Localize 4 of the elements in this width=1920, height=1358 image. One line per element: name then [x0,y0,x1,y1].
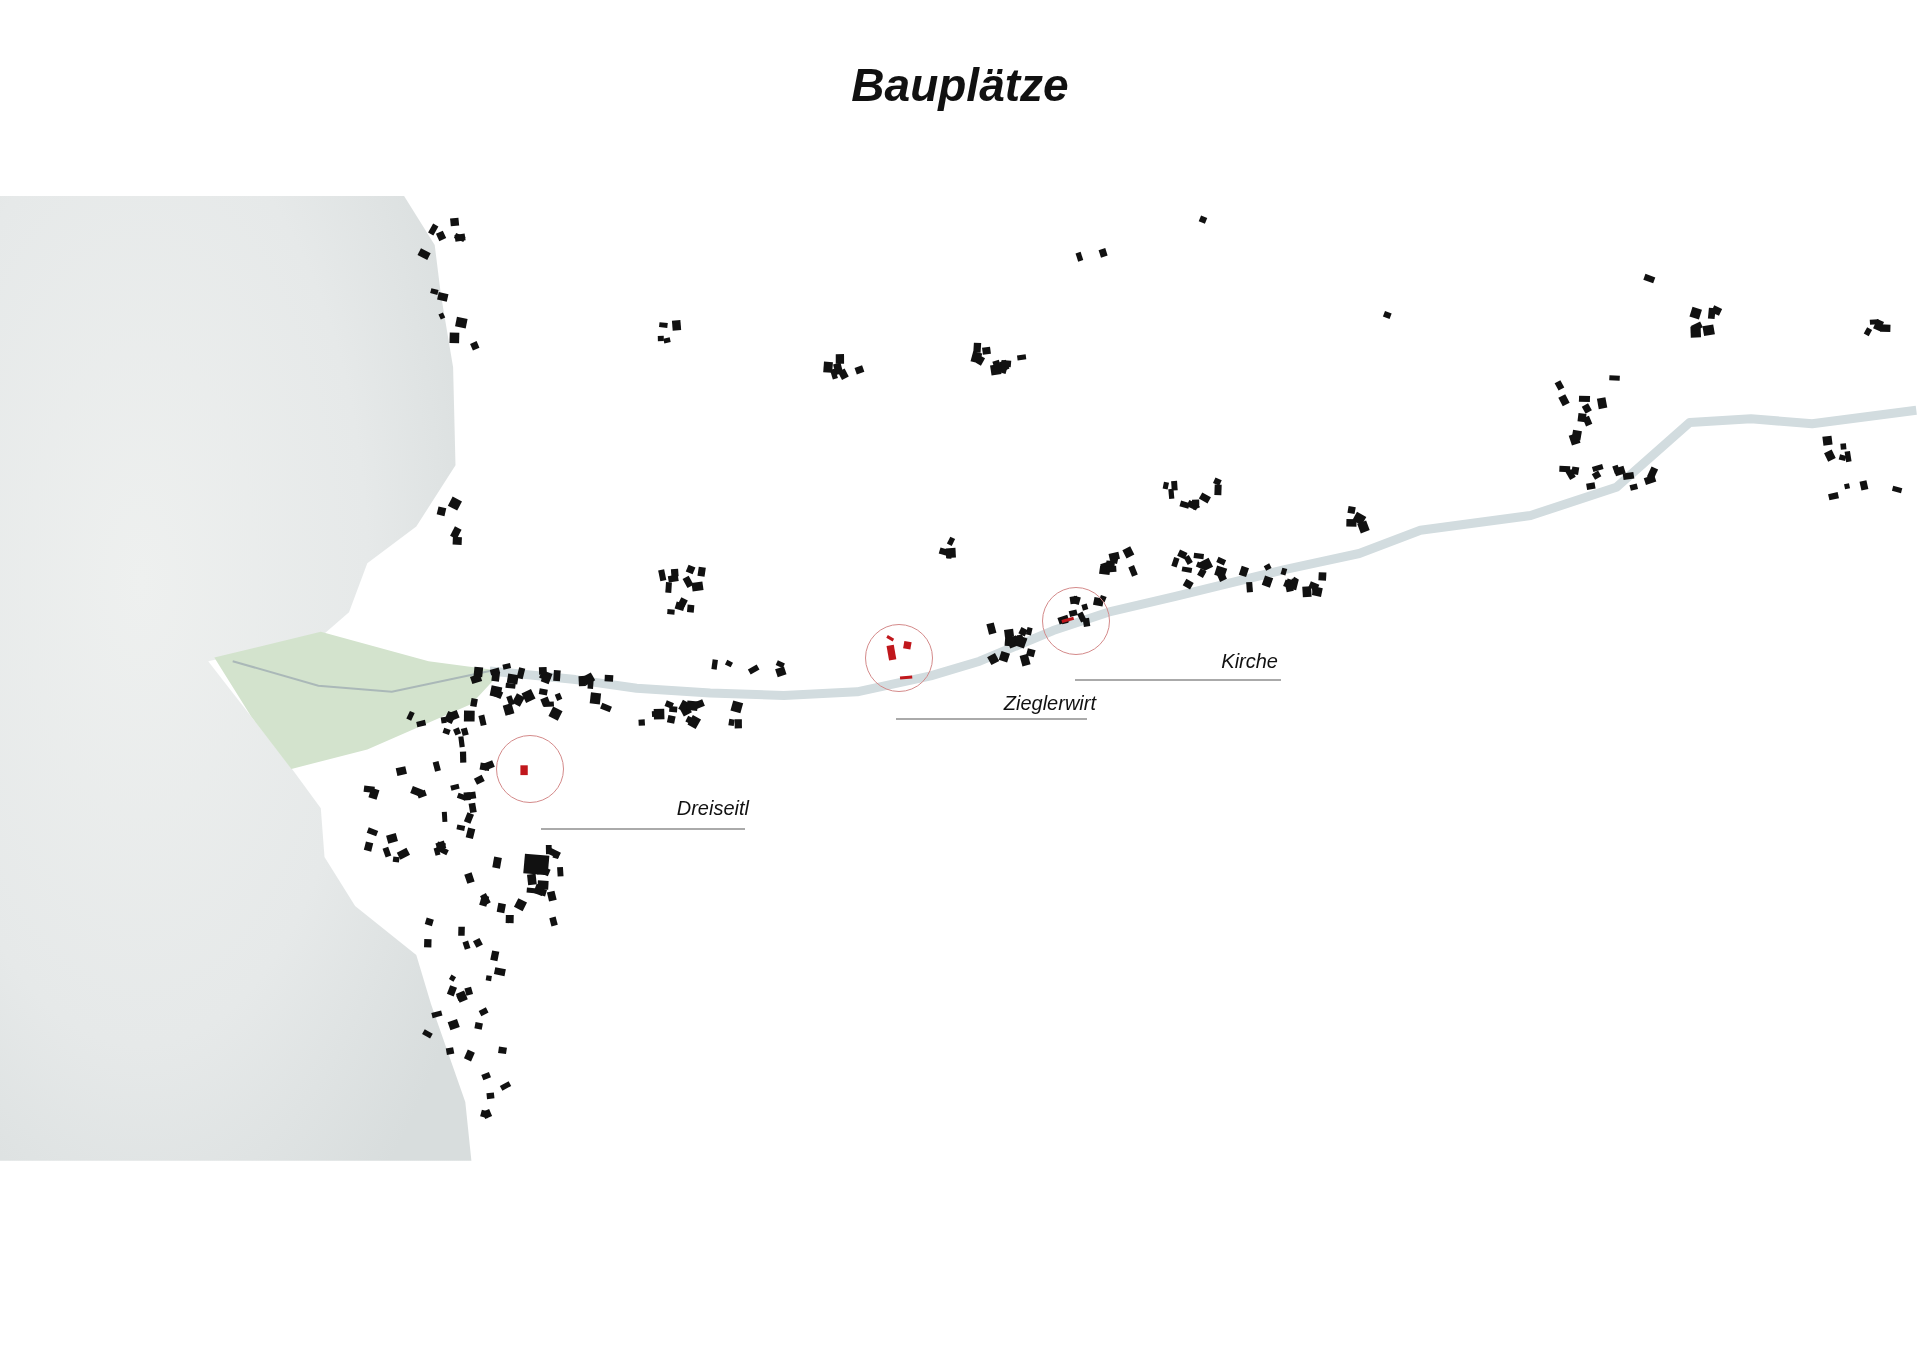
site-label: Kirche [1221,650,1278,673]
site-label: Zieglerwirt [1003,692,1096,715]
map-title: Bauplätze [850,58,1070,112]
site-label: Dreiseitl [676,797,749,820]
